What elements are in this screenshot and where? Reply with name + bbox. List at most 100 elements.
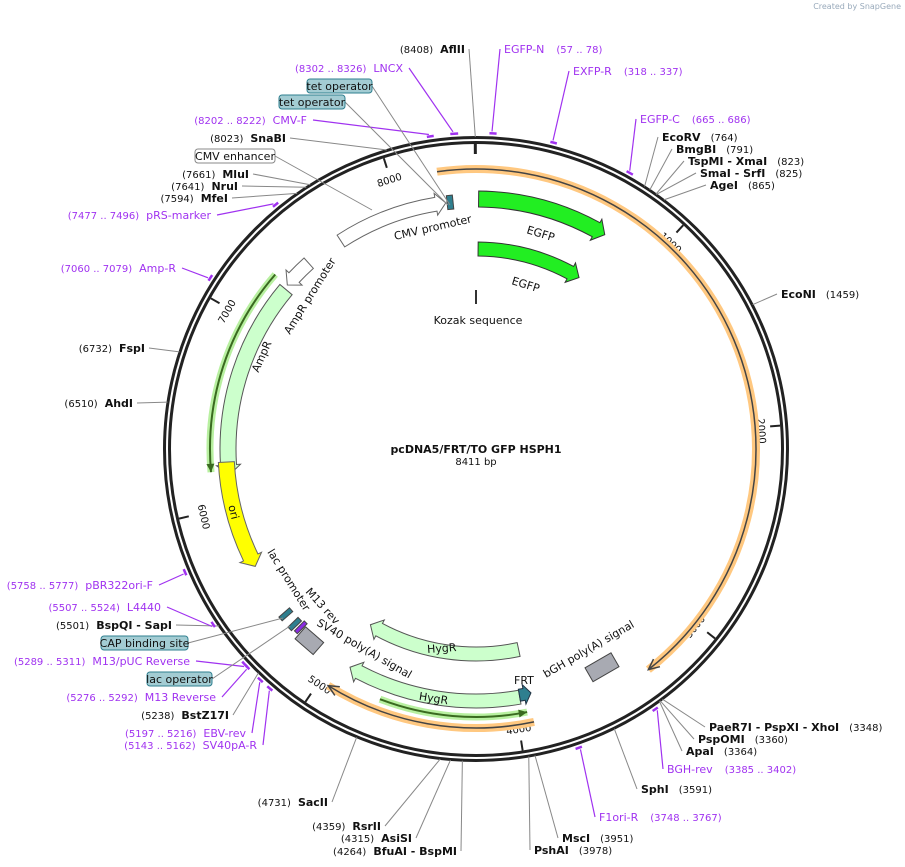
primer-binding-mark[interactable] <box>426 134 434 139</box>
enzyme-position: 791 <box>730 145 749 156</box>
enzyme-label[interactable]: (5238)BstZ17I <box>141 709 229 722</box>
enzyme-label[interactable]: SphI(3591) <box>641 783 712 796</box>
enzyme-name: NruI <box>211 180 238 193</box>
enzyme-label[interactable]: (4315)AsiSI <box>341 832 412 845</box>
enzyme-label[interactable]: MscI(3951) <box>562 832 633 845</box>
primer-label[interactable]: (5507 .. 5524)L4440 <box>48 601 161 614</box>
primer-range: 5143 .. 5162 <box>128 741 192 752</box>
primer-leader-line <box>158 573 184 586</box>
enzyme-name: TspMI - XmaI <box>688 155 767 168</box>
primer-binding-mark[interactable] <box>207 274 214 282</box>
enzyme-name: AflII <box>440 43 465 56</box>
m13-rev-box[interactable] <box>293 620 308 635</box>
primer-binding-mark[interactable] <box>182 568 188 576</box>
enzyme-label[interactable]: (7641)NruI <box>171 180 238 193</box>
enzyme-name: ApaI <box>686 745 714 758</box>
tick-mark <box>520 740 524 751</box>
primer-binding-mark[interactable] <box>575 745 583 751</box>
enzyme-label[interactable]: (7661)MluI <box>182 168 249 181</box>
enzyme-label[interactable]: TspMI - XmaI(823) <box>688 155 804 168</box>
enzyme-label[interactable]: (7594)MfeI <box>160 192 228 205</box>
enzyme-label[interactable]: EcoNI(1459) <box>781 288 859 301</box>
egfp-arrow-2[interactable] <box>477 241 580 284</box>
enzyme-leader-line <box>252 173 311 186</box>
primer-label[interactable]: (7060 .. 7079)Amp-R <box>61 262 177 275</box>
primer-label[interactable]: EGFP-C(665 .. 686) <box>640 113 751 126</box>
primer-binding-mark[interactable] <box>266 685 274 692</box>
enzyme-label[interactable]: AgeI(865) <box>710 179 775 192</box>
enzyme-label[interactable]: ApaI(3364) <box>686 745 757 758</box>
enzyme-position: 4264 <box>337 847 362 858</box>
enzyme-label[interactable]: (6732)FspI <box>79 342 145 355</box>
frt-arrow[interactable] <box>517 683 532 706</box>
feature-label-box[interactable] <box>100 635 189 651</box>
tick-label: 7000 <box>217 298 239 326</box>
primer-binding-mark[interactable] <box>651 706 659 713</box>
hygr-arrow-2[interactable] <box>349 661 522 709</box>
primer-leader-line <box>216 203 274 216</box>
primer-binding-mark[interactable] <box>450 132 459 136</box>
primer-label[interactable]: (5289 .. 5311)M13/pUC Reverse <box>14 655 190 668</box>
enzyme-label[interactable]: PaeR7I - PspXI - XhoI(3348) <box>709 721 883 734</box>
enzyme-leader-line <box>415 759 451 839</box>
hygr-arrow[interactable] <box>369 619 521 662</box>
primer-label[interactable]: (7477 .. 7496)pRS-marker <box>68 209 212 222</box>
primer-binding-mark[interactable] <box>210 621 216 628</box>
enzyme-label[interactable]: BmgBI(791) <box>676 143 753 156</box>
primer-range: 318 .. 337 <box>628 67 679 78</box>
primer-label[interactable]: EGFP-N(57 .. 78) <box>504 43 602 56</box>
enzyme-leader-line <box>331 737 358 803</box>
enzyme-label[interactable]: (8023)SnaBI <box>210 132 286 145</box>
feature-label-tet-operator: tet operator <box>279 96 346 109</box>
enzyme-position: 4359 <box>316 822 341 833</box>
primer-label[interactable]: (8202 .. 8222)CMV-F <box>194 114 307 127</box>
primer-leader-line <box>491 48 501 132</box>
enzyme-label[interactable]: (4264)BfuAI - BspMI <box>333 845 457 858</box>
primer-range: 3748 .. 3767 <box>654 813 718 824</box>
enzyme-leader-line <box>232 672 259 716</box>
enzyme-label[interactable]: PspOMI(3360) <box>698 733 788 746</box>
cmv-promoter-arrow[interactable] <box>336 192 447 248</box>
enzyme-label[interactable]: SmaI - SrfI(825) <box>700 167 802 180</box>
primer-binding-mark[interactable] <box>272 201 279 208</box>
primer-binding-mark[interactable] <box>244 664 251 671</box>
primer-binding-mark[interactable] <box>626 170 634 176</box>
sv40-polya-box[interactable] <box>294 626 325 656</box>
enzyme-leader-line <box>659 700 695 740</box>
enzyme-position: 3978 <box>583 846 608 857</box>
cap-site-box[interactable] <box>287 616 303 632</box>
egfp-arrow[interactable] <box>478 190 606 242</box>
ampr-promoter-arrow[interactable] <box>285 257 315 286</box>
primer-label[interactable]: (5758 .. 5777)pBR322ori-F <box>7 579 153 592</box>
feature-label-lac-promoter: lac promoter <box>264 547 313 614</box>
primer-label[interactable]: (5143 .. 5162)SV40pA-R <box>124 739 257 752</box>
primer-label[interactable]: EXFP-R(318 .. 337) <box>573 65 683 78</box>
enzyme-position: 764 <box>714 133 733 144</box>
primer-binding-mark[interactable] <box>550 140 558 145</box>
primer-label[interactable]: F1ori-R(3748 .. 3767) <box>599 811 722 824</box>
enzyme-name: RsrII <box>352 820 381 833</box>
enzyme-label[interactable]: (4731)SacII <box>258 796 328 809</box>
primer-label[interactable]: (5276 .. 5292)M13 Reverse <box>66 691 216 704</box>
ori-arrow[interactable] <box>217 461 263 567</box>
primer-label[interactable]: (5197 .. 5216)EBV-rev <box>125 727 246 740</box>
primer-leader-line <box>408 67 454 133</box>
enzyme-label[interactable]: (6510)AhdI <box>64 397 133 410</box>
primer-binding-mark[interactable] <box>257 676 264 684</box>
feature-label-box[interactable] <box>194 148 276 164</box>
enzyme-label[interactable]: (8408)AflII <box>400 43 465 56</box>
feature-label-box[interactable] <box>278 94 346 110</box>
tick-label: 6000 <box>195 503 212 530</box>
bgh-polya-box[interactable] <box>584 652 620 683</box>
primer-label[interactable]: (8302 .. 8326)LNCX <box>295 62 403 75</box>
tet-operator-box[interactable] <box>445 194 455 211</box>
primer-label[interactable]: BGH-rev(3385 .. 3402) <box>667 763 796 776</box>
enzyme-label[interactable]: (5501)BspQI - SapI <box>56 619 172 632</box>
enzyme-label[interactable]: EcoRV(764) <box>662 131 738 144</box>
enzyme-label[interactable]: PshAI(3978) <box>534 844 612 857</box>
feature-label-box[interactable] <box>146 671 213 687</box>
enzyme-label[interactable]: (4359)RsrII <box>312 820 381 833</box>
feature-label-box[interactable] <box>306 78 373 94</box>
enzyme-position: 3591 <box>683 785 708 796</box>
feature-label-tet-operator: tet operator <box>306 80 373 93</box>
